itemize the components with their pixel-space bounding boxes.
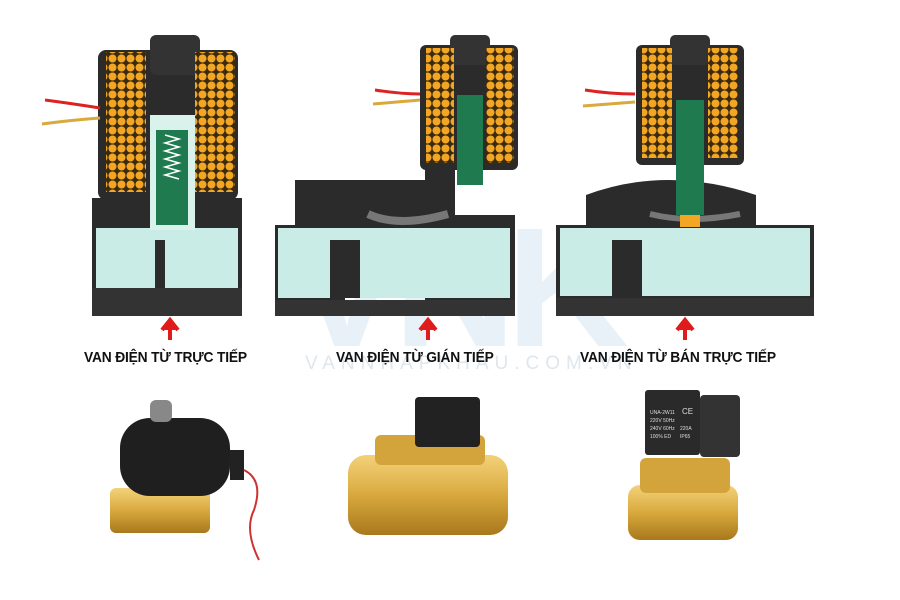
coil-text: 100% ED xyxy=(650,434,672,440)
indirect-valve-cross-section xyxy=(275,35,518,340)
watermark: VANNHAPKHAU.COM.VN xyxy=(305,353,638,374)
semi-direct-valve-cross-section xyxy=(556,35,814,340)
label-indirect: VAN ĐIỆN TỪ GIÁN TIẾP xyxy=(336,349,494,366)
direct-valve-photo xyxy=(110,400,260,561)
label-semi-direct: VAN ĐIỆN TỪ BÁN TRỰC TIẾP xyxy=(580,349,776,366)
coil-text: 220V 50Hz xyxy=(650,418,675,424)
coil-text: CE xyxy=(682,407,693,416)
direct-valve-cross-section xyxy=(41,35,242,340)
coil-nameplate: UNA-2W11 220V 50Hz 240V 60Hz 100% ED CE … xyxy=(650,407,693,440)
coil-text: 220A xyxy=(680,426,692,432)
semi-direct-valve-photo xyxy=(628,390,740,540)
coil-text: 240V 60Hz xyxy=(650,426,675,432)
label-direct: VAN ĐIỆN TỪ TRỰC TIẾP xyxy=(84,349,247,366)
coil-text: UNA-2W11 xyxy=(650,410,675,416)
coil-text: IP65 xyxy=(680,434,691,440)
indirect-valve-photo xyxy=(348,397,508,535)
